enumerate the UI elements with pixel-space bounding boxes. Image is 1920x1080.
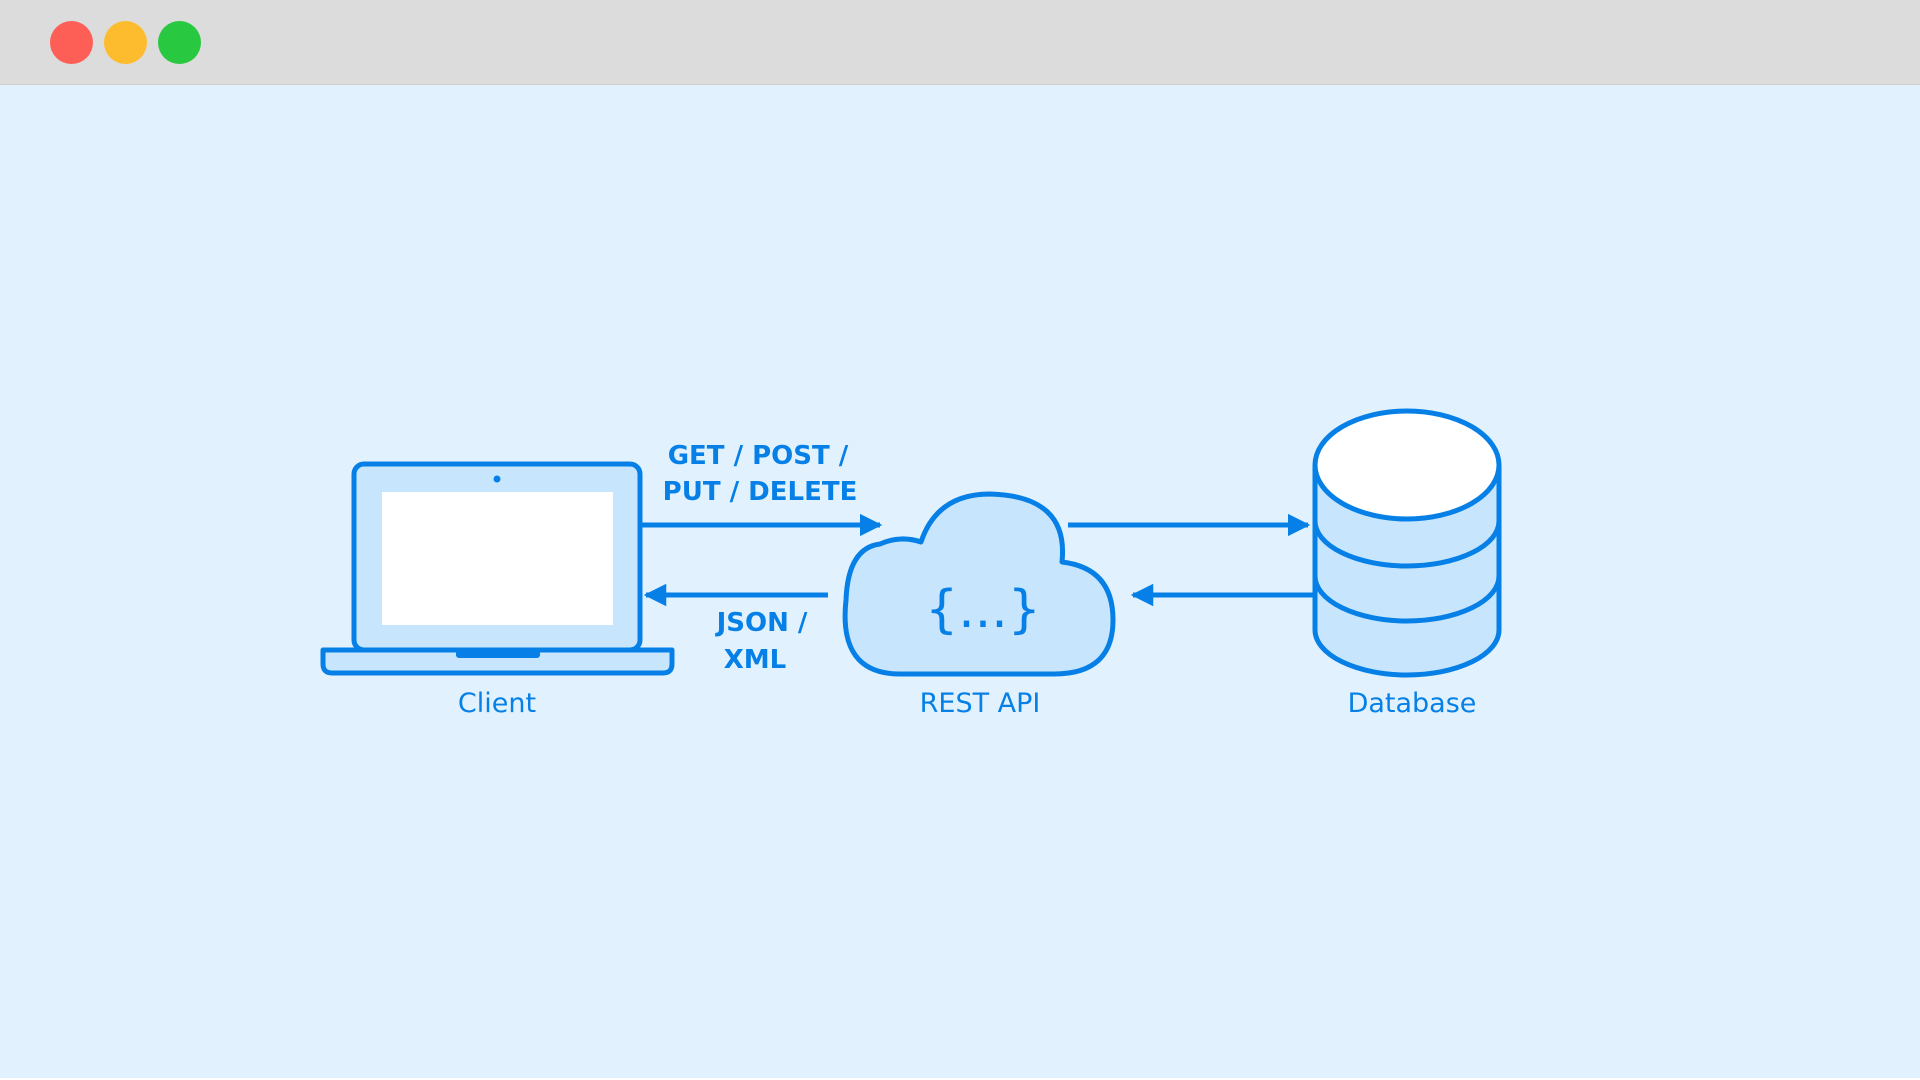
maximize-window-button[interactable]: [158, 21, 201, 64]
cloud-icon: {...}: [842, 491, 1116, 677]
laptop-trackpad-notch: [456, 650, 540, 658]
client-label: Client: [458, 688, 536, 719]
api-symbol: {...}: [925, 580, 1041, 640]
api-label: REST API: [920, 688, 1041, 719]
laptop-icon: [320, 461, 675, 676]
window-titlebar: [0, 0, 1920, 85]
laptop-base: [320, 647, 675, 676]
response-format-line2: XML: [724, 645, 787, 675]
window-bottom-edge: [0, 1078, 1920, 1080]
request-methods-line1: GET / POST /: [668, 441, 849, 471]
request-methods-line2: PUT / DELETE: [663, 477, 858, 507]
cloud-shape: [842, 491, 1116, 677]
database-body: [1312, 465, 1502, 678]
database-icon: [1312, 408, 1502, 678]
database-top: [1312, 408, 1502, 522]
database-label: Database: [1348, 688, 1477, 719]
response-format-line1: JSON /: [715, 608, 808, 638]
minimize-window-button[interactable]: [104, 21, 147, 64]
laptop-display: [382, 492, 613, 625]
laptop-camera: [493, 475, 501, 483]
database-ring-middle: [1312, 520, 1502, 569]
database-ring-lower: [1312, 575, 1502, 624]
close-window-button[interactable]: [50, 21, 93, 64]
